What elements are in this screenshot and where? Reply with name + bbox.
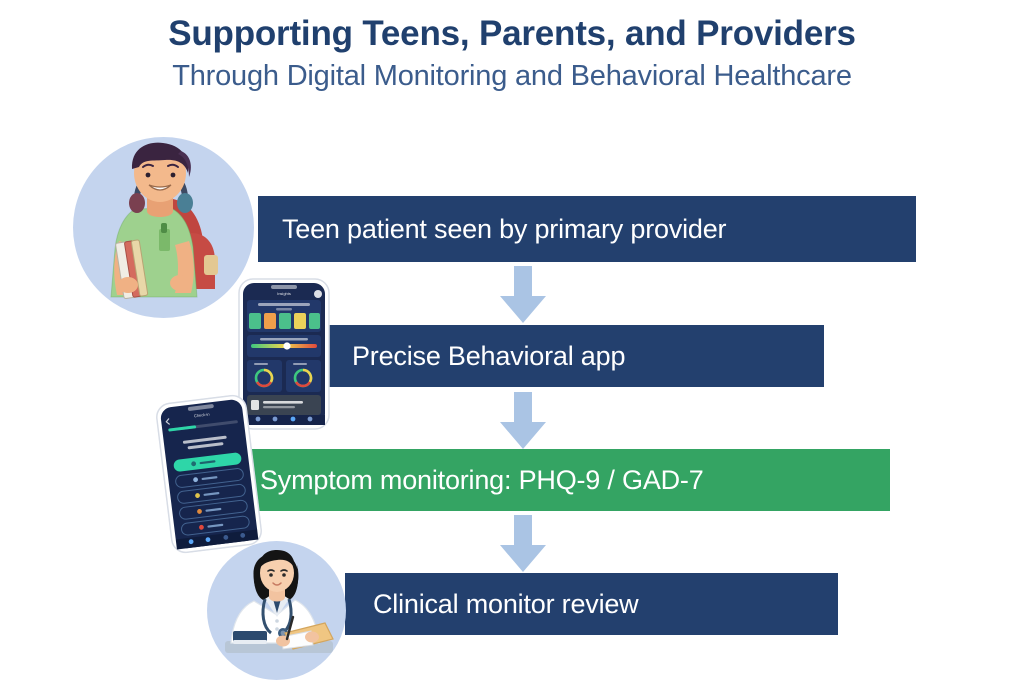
flow-step-label: Symptom monitoring: PHQ-9 / GAD-7 [260, 464, 704, 495]
page-title: Supporting Teens, Parents, and Providers [168, 14, 856, 53]
flow-step-clinical-monitor-review: Clinical monitor review [345, 573, 838, 635]
heading-block: Supporting Teens, Parents, and Providers… [0, 14, 1024, 94]
flow-step-precise-behavioral-app: Precise Behavioral app [328, 325, 824, 387]
flow-step-teen-patient: Teen patient seen by primary provider [258, 196, 916, 262]
flow-step-label: Clinical monitor review [373, 588, 639, 619]
page-subtitle: Through Digital Monitoring and Behaviora… [172, 60, 852, 93]
flow-step-symptom-monitoring: Symptom monitoring: PHQ-9 / GAD-7 [232, 449, 890, 511]
flow-step-label: Teen patient seen by primary provider [282, 213, 727, 244]
app-checkin-phone: Check-in [154, 393, 264, 555]
flow-arrow-down-icon [495, 392, 551, 450]
clinician-illustration [207, 541, 346, 680]
flow-step-label: Precise Behavioral app [352, 340, 626, 371]
svg-text:Check-in: Check-in [194, 411, 210, 418]
teen-student-illustration [73, 137, 254, 318]
svg-text:Insights: Insights [277, 291, 291, 296]
app-dashboard-phone: Insights [238, 278, 330, 430]
flow-arrow-down-icon [495, 515, 551, 573]
flow-arrow-down-icon [495, 266, 551, 324]
